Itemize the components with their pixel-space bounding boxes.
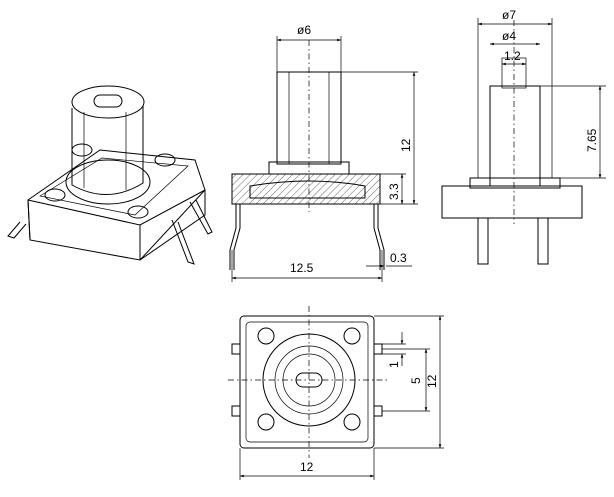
- front-stem-facets: [288, 72, 330, 164]
- iso-base-edge-left: [27, 199, 31, 241]
- top-view: 1 5 12 12: [228, 306, 444, 480]
- top-stud-1: [257, 327, 275, 345]
- front-lead-left-inner: [233, 204, 241, 270]
- iso-base-outline: [27, 149, 206, 261]
- iso-stud-4: [71, 143, 93, 157]
- front-body-hatched: [231, 173, 381, 205]
- iso-base-top-edge: [27, 189, 206, 226]
- dim-d7-label: ø7: [502, 8, 516, 22]
- dim-p5-label: 5: [409, 377, 423, 384]
- side-stem: [489, 85, 541, 187]
- dim-h33-label: 3.3: [387, 183, 401, 200]
- top-tab-1: [231, 343, 241, 355]
- front-lead-left: [229, 204, 237, 270]
- iso-lead-3: [189, 199, 213, 235]
- top-body: [239, 315, 375, 449]
- iso-stem-slot: [93, 94, 123, 108]
- dim-th12-label: 12: [425, 374, 439, 388]
- top-tab-3: [373, 343, 383, 355]
- dim-d4-label: ø4: [502, 29, 516, 43]
- iso-stud-1: [44, 188, 66, 202]
- dim-h765-label: 7.65: [585, 128, 599, 152]
- side-collar: [469, 177, 561, 189]
- dim-s12-label: 1.2: [504, 49, 521, 63]
- dim-t03-label: 0.3: [390, 251, 407, 265]
- side-view: ø7 ø4 1.2 7.65: [441, 8, 606, 265]
- iso-lead-1: [7, 221, 27, 239]
- top-body-inner: [245, 321, 369, 443]
- iso-base-edge-right: [139, 190, 206, 261]
- iso-stud-2: [127, 205, 149, 219]
- front-lead-right-inner: [373, 204, 381, 270]
- isometric-view: [7, 85, 213, 265]
- iso-stud-3: [154, 153, 176, 167]
- dim-d6-label: ø6: [297, 23, 311, 37]
- top-stud-3: [257, 413, 275, 431]
- top-stud-4: [343, 413, 361, 431]
- iso-collar: [65, 159, 151, 205]
- dim-h12-label: 12: [399, 138, 413, 152]
- side-lead-right: [537, 217, 549, 265]
- top-tab-2: [231, 405, 241, 417]
- front-lead-right: [377, 204, 385, 270]
- top-stud-2: [343, 327, 361, 345]
- iso-lead-2: [171, 219, 195, 265]
- dim-p1-label: 1: [387, 361, 401, 368]
- iso-stem-body: [71, 106, 144, 195]
- front-dome: [249, 180, 366, 199]
- side-body: [441, 185, 583, 219]
- front-view: ø6 12 3.3 12.5 0.3: [229, 23, 418, 282]
- top-tab-4: [373, 405, 383, 417]
- iso-stem-facets: [83, 112, 127, 190]
- iso-base-top-face: [39, 157, 189, 216]
- dim-tw12-label: 12: [300, 460, 314, 474]
- dim-w125-label: 12.5: [290, 261, 314, 275]
- side-lead-left: [477, 217, 489, 265]
- iso-stem-top: [71, 85, 145, 119]
